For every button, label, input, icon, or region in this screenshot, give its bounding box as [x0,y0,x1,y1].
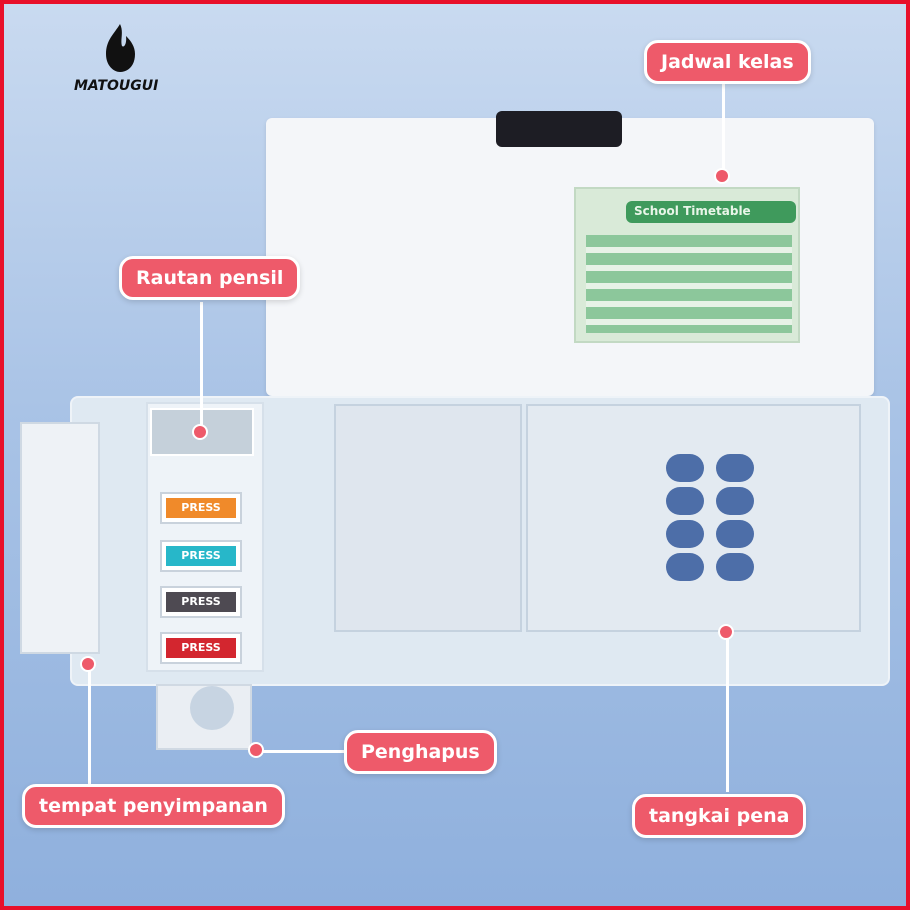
callout-eraser: Penghapus [344,730,497,774]
tray-right [526,404,861,632]
pen-holder-marker [718,624,734,640]
press-button[interactable]: PRESS [160,540,242,572]
timetable-grid [586,235,792,333]
eraser-hole [190,686,234,730]
press-button[interactable]: PRESS [160,492,242,524]
callout-sharpener: Rautan pensil [119,256,301,300]
storage-marker [80,656,96,672]
timetable-card: School Timetable [574,187,800,343]
brand-logo: MATOUGUI [74,78,159,94]
flame-logo-icon [100,22,140,74]
callout-storage: tempat penyimpanan [22,784,285,828]
sharpener-marker [192,424,208,440]
press-button[interactable]: PRESS [160,586,242,618]
lid-clasp [496,111,622,147]
tray-left [334,404,522,632]
callout-schedule: Jadwal kelas [644,40,811,84]
schedule-marker [714,168,730,184]
storage-drawer [20,422,100,654]
eraser-marker [248,742,264,758]
callout-pen-holder: tangkai pena [632,794,807,838]
pen-holder [666,454,774,582]
timetable-title: School Timetable [626,201,796,223]
press-button[interactable]: PRESS [160,632,242,664]
